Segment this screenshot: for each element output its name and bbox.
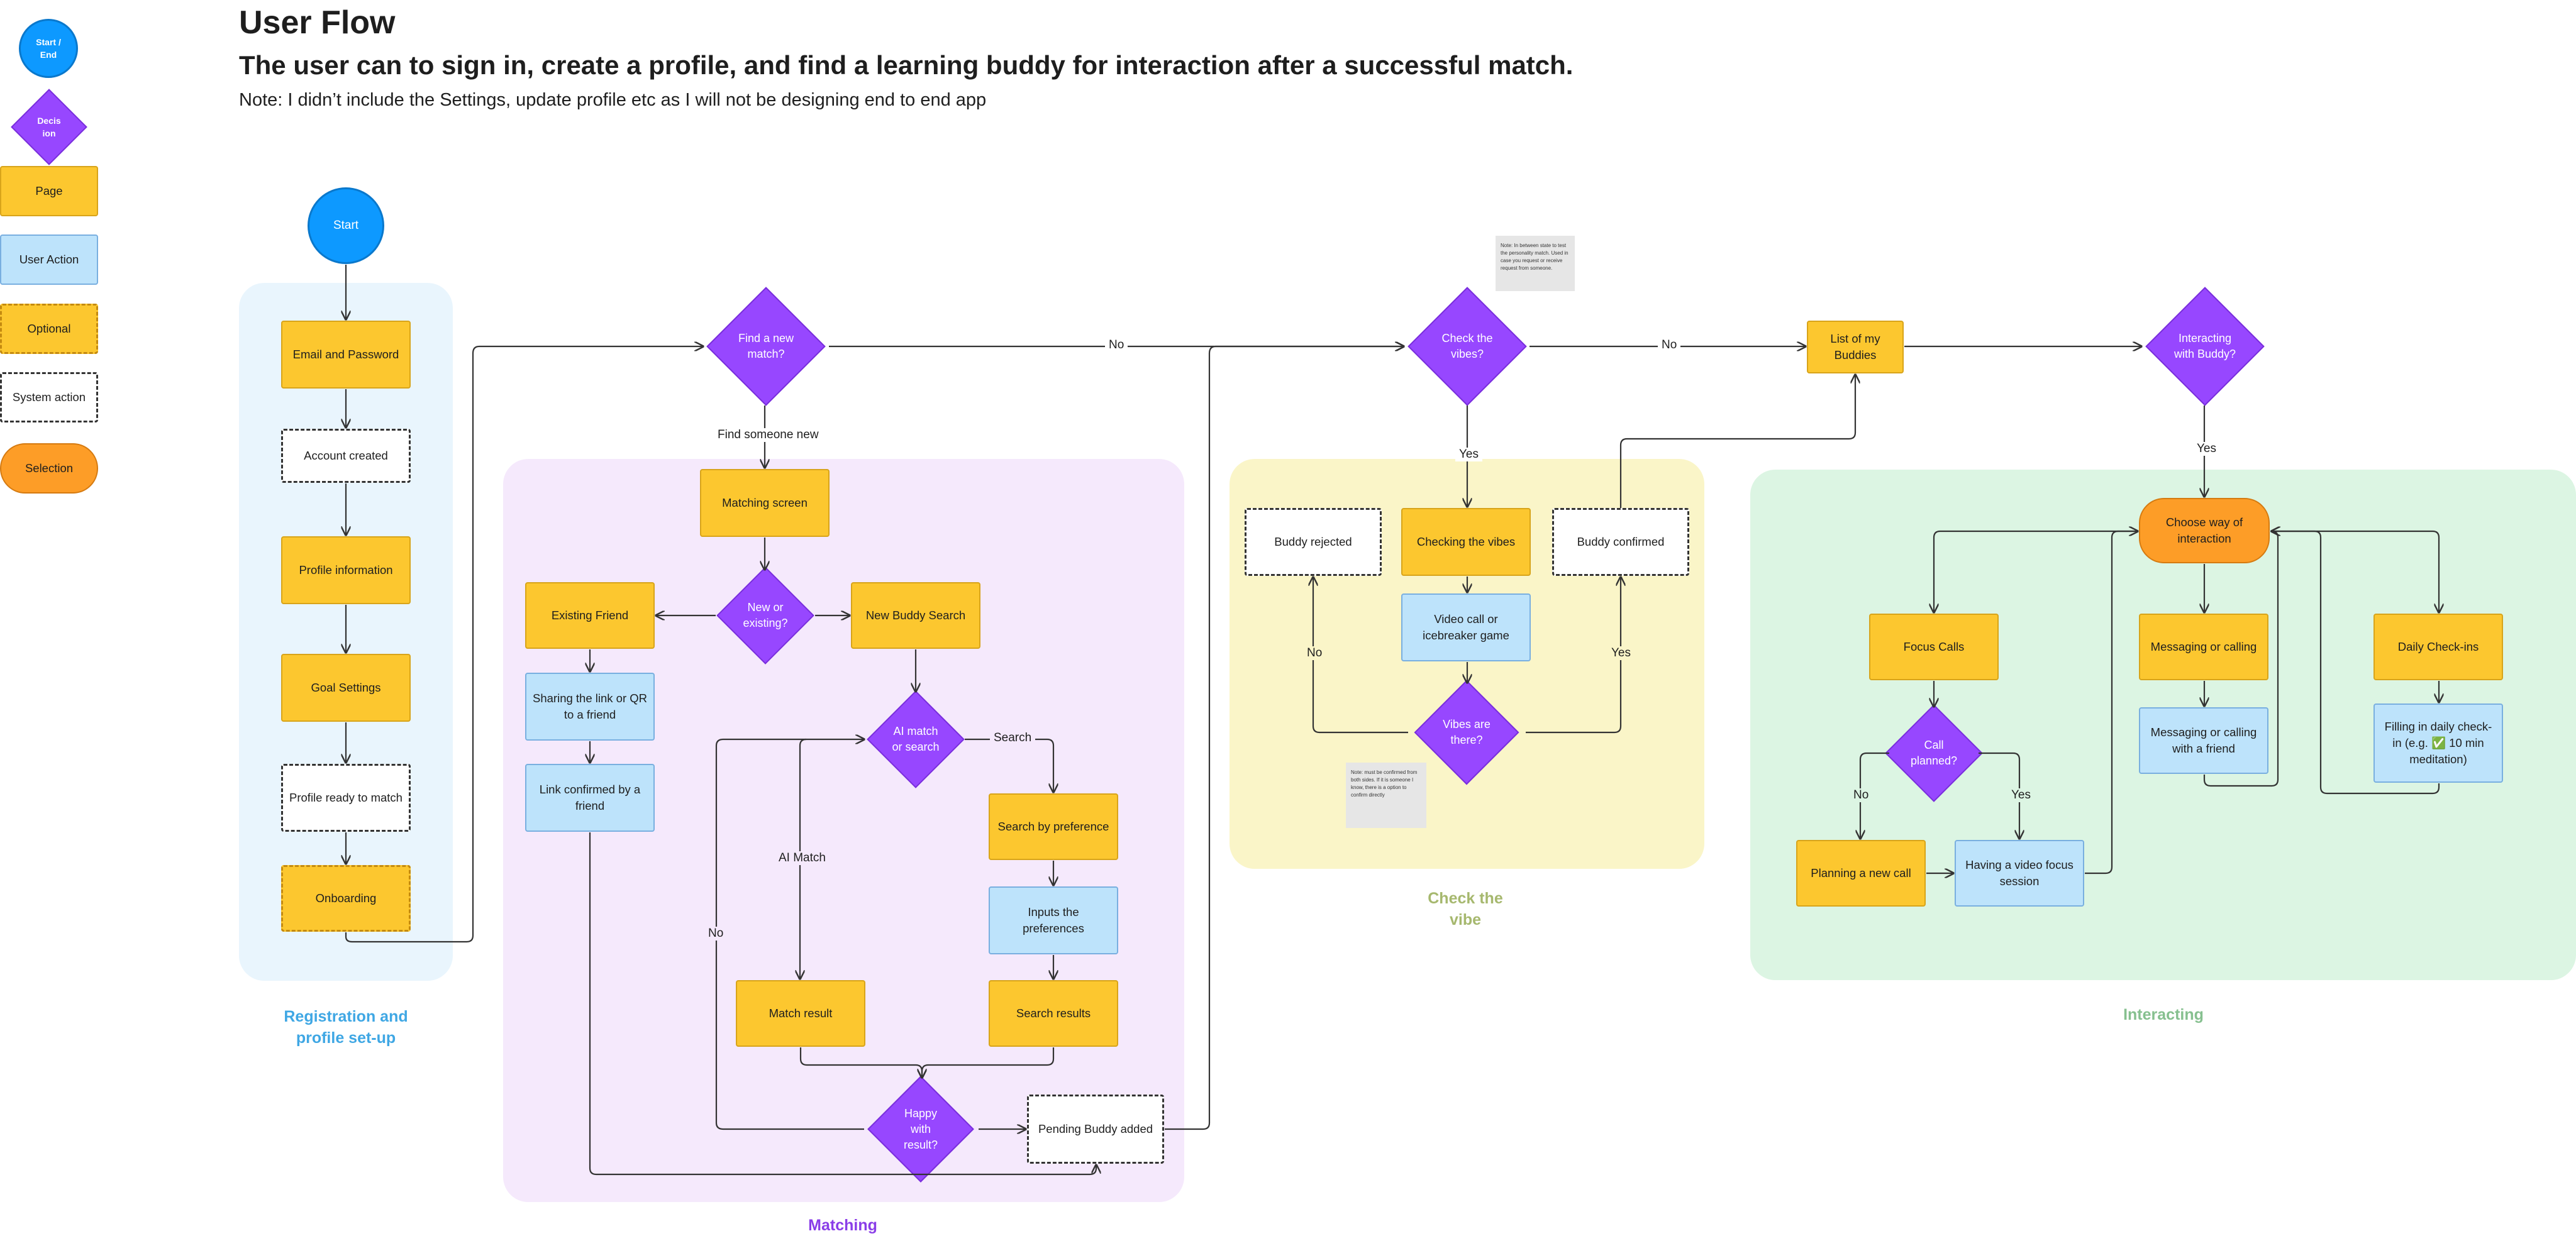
edge-label-ai-match: AI Match (775, 851, 830, 865)
edge-label-no-vibes-check: No (1658, 338, 1681, 352)
find-new-match-decision: Find a new match? (704, 287, 828, 406)
legend-decision-label: Decis ion (37, 116, 61, 138)
check-vibes-label: Check the vibes? (1441, 332, 1493, 360)
search-results-page: Search results (989, 980, 1118, 1047)
edge-label-yes-call: Yes (2007, 788, 2035, 802)
buddy-rejected-system: Buddy rejected (1245, 508, 1382, 576)
legend-start-end: Start / End (19, 19, 78, 78)
edge-label-no-find: No (1105, 338, 1128, 352)
happy-with-result-decision: Happy with result? (863, 1076, 979, 1183)
edge-label-search: Search (990, 731, 1036, 745)
edge-label-yes-vibes: Yes (1607, 646, 1635, 660)
vibes-there-label: Vibes are there? (1443, 718, 1491, 746)
zone-label-interacting: Interacting (2123, 1006, 2204, 1024)
find-new-match-label: Find a new match? (738, 332, 794, 360)
edge-label-no-vibes: No (1303, 646, 1326, 660)
edge-label-no-happy: No (704, 927, 728, 941)
zone-label-check-vibe: Check the vibe (1428, 890, 1503, 929)
profile-information-page: Profile information (281, 536, 411, 604)
daily-checkins-page: Daily Check-ins (2373, 614, 2503, 680)
sharing-link-action: Sharing the link or QR to a friend (525, 673, 655, 741)
legend-page: Page (0, 166, 98, 216)
legend-decision: Decis ion (10, 88, 88, 166)
check-vibes-decision: Check the vibes? (1405, 287, 1530, 406)
happy-with-result-label: Happy with result? (903, 1106, 938, 1151)
checking-vibes-page: Checking the vibes (1401, 508, 1531, 576)
messaging-friend-action: Messaging or calling with a friend (2139, 707, 2268, 774)
link-confirmed-action: Link confirmed by a friend (525, 764, 655, 832)
legend-optional: Optional (0, 304, 98, 354)
matching-screen-page: Matching screen (700, 469, 830, 537)
filling-checkin-action: Filling in daily check-in (e.g. ✅ 10 min… (2373, 704, 2503, 783)
ai-match-or-search-decision: AI match or search (863, 690, 969, 788)
vibes-note: Note: must be confirmed from both sides.… (1346, 763, 1426, 828)
edge-label-yes-interact: Yes (2193, 442, 2220, 456)
email-password-page: Email and Password (281, 321, 411, 389)
edge-label-find-someone-new: Find someone new (714, 428, 823, 442)
list-buddies-page: List of my Buddies (1807, 321, 1904, 373)
page-subtitle: The user can to sign in, create a profil… (239, 50, 1574, 80)
call-planned-label: Call planned? (1910, 739, 1958, 767)
inputs-preferences-action: Inputs the preferences (989, 886, 1118, 954)
match-result-page: Match result (736, 980, 865, 1047)
legend-user-action: User Action (0, 235, 98, 285)
zone-label-matching: Matching (808, 1217, 877, 1234)
focus-calls-page: Focus Calls (1869, 614, 1999, 680)
new-or-existing-label: New or existing? (743, 601, 788, 629)
new-buddy-search-page: New Buddy Search (851, 582, 980, 649)
goal-settings-page: Goal Settings (281, 654, 411, 722)
start-node: Start (308, 187, 384, 264)
video-focus-session-action: Having a video focus session (1955, 840, 2084, 907)
existing-friend-page: Existing Friend (525, 582, 655, 649)
edge-label-yes-vibes-check: Yes (1455, 448, 1482, 461)
interacting-buddy-decision: Interacting with Buddy? (2143, 287, 2267, 406)
pending-buddy-system: Pending Buddy added (1027, 1095, 1164, 1164)
planning-call-page: Planning a new call (1796, 840, 1926, 907)
video-call-game-action: Video call or icebreaker game (1401, 593, 1531, 661)
search-by-preference-page: Search by preference (989, 793, 1118, 860)
messaging-calling-page: Messaging or calling (2139, 614, 2268, 680)
interacting-buddy-label: Interacting with Buddy? (2174, 332, 2236, 360)
ai-match-or-search-label: AI match or search (892, 725, 940, 753)
profile-ready-system: Profile ready to match (281, 764, 411, 832)
call-planned-decision: Call planned? (1880, 704, 1987, 802)
page-note: Note: I didn’t include the Settings, upd… (239, 90, 987, 110)
page-title: User Flow (239, 4, 396, 41)
choose-interaction-selection: Choose way of interaction (2139, 498, 2270, 563)
buddy-confirmed-system: Buddy confirmed (1552, 508, 1689, 576)
account-created-system: Account created (281, 429, 411, 483)
edge-label-no-call: No (1850, 788, 1873, 802)
legend-selection: Selection (0, 443, 98, 494)
onboarding-optional: Onboarding (281, 865, 411, 932)
check-vibes-note: Note: In between state to test the perso… (1496, 236, 1575, 291)
zone-label-registration: Registration and profile set-up (284, 1008, 408, 1047)
legend-system-action: System action (0, 372, 98, 422)
vibes-there-decision: Vibes are there? (1406, 680, 1527, 785)
new-or-existing-decision: New or existing? (713, 566, 818, 665)
